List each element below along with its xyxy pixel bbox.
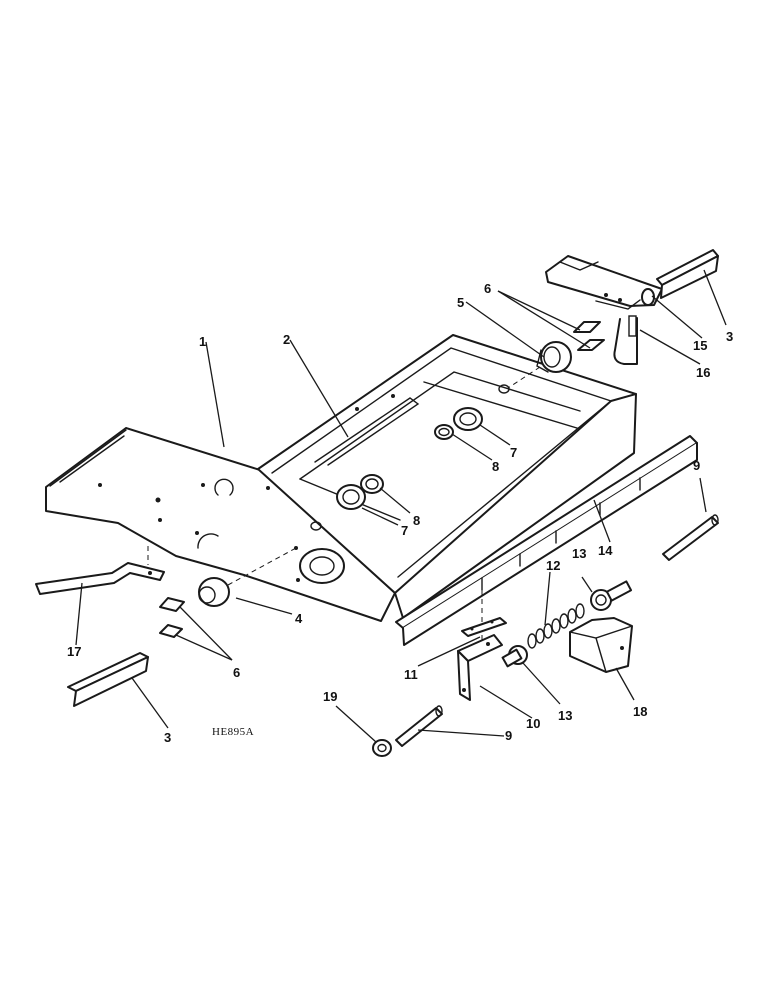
callout-1: 1 xyxy=(199,334,206,349)
callout-16: 16 xyxy=(696,365,710,380)
plunger-lower xyxy=(501,645,528,668)
figure-code: HE895A xyxy=(212,726,254,738)
callout-13-upper: 13 xyxy=(572,546,586,561)
plunger-upper xyxy=(590,580,633,611)
bushing-5 xyxy=(507,341,572,389)
leader-lines xyxy=(75,269,727,743)
callout-15: 15 xyxy=(693,338,707,353)
callout-6-top: 6 xyxy=(484,281,491,296)
callout-3-bottom: 3 xyxy=(164,730,171,745)
callout-13-lower: 13 xyxy=(558,708,572,723)
washer-19 xyxy=(372,739,392,757)
callout-10: 10 xyxy=(526,716,540,731)
housing-cover xyxy=(569,617,633,673)
callout-19: 19 xyxy=(323,689,337,704)
callout-17: 17 xyxy=(67,644,81,659)
square-bar-top xyxy=(656,249,719,299)
callout-7-left: 7 xyxy=(401,523,408,538)
callout-7-right: 7 xyxy=(510,445,517,460)
angle-bar xyxy=(395,435,698,646)
washers xyxy=(336,407,483,510)
callout-8-right: 8 xyxy=(492,459,499,474)
callout-5: 5 xyxy=(457,295,464,310)
plate xyxy=(461,617,507,637)
square-bar-bottom xyxy=(67,652,149,707)
u-bolt xyxy=(613,315,638,365)
callout-14: 14 xyxy=(598,543,613,558)
callout-12: 12 xyxy=(546,558,560,573)
angle-bracket xyxy=(457,634,503,701)
clips-bottom xyxy=(159,597,185,638)
clips-top xyxy=(573,321,605,351)
pin-lower xyxy=(395,705,443,747)
pin-upper xyxy=(662,514,719,561)
callout-8-left: 8 xyxy=(413,513,420,528)
callout-labels: 1 2 3 3 4 5 6 6 7 7 8 8 9 9 10 11 12 13 … xyxy=(67,281,733,745)
callout-9-bottom: 9 xyxy=(505,728,512,743)
callout-6-bottom: 6 xyxy=(233,665,240,680)
callout-11: 11 xyxy=(404,667,418,682)
hitch-bracket xyxy=(545,255,663,310)
callout-3-top: 3 xyxy=(726,329,733,344)
callout-4: 4 xyxy=(295,611,303,626)
callout-2: 2 xyxy=(283,332,290,347)
callout-18: 18 xyxy=(633,704,647,719)
main-frame xyxy=(45,334,637,622)
bushing-4 xyxy=(198,547,297,607)
spring xyxy=(527,603,585,649)
bracket-arm xyxy=(35,546,165,595)
callout-9-top: 9 xyxy=(693,458,700,473)
